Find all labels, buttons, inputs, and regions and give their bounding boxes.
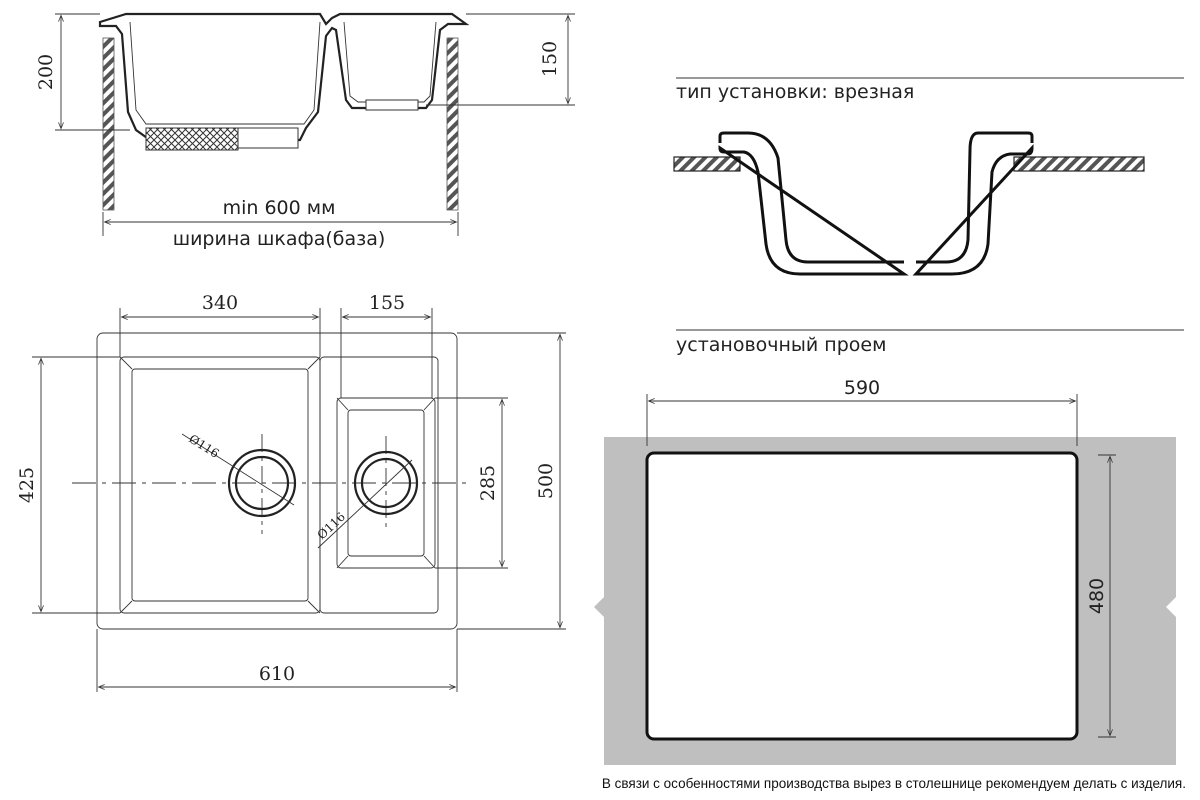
small-bowl-width-label: 155 [369,292,405,314]
small-bowl-length-label: 285 [477,465,499,501]
countertop-left [673,156,741,172]
drain-fitting-small [365,99,419,111]
cabinet-width-min-label: min 600 мм [223,197,336,219]
drain-big-inner [234,455,290,511]
sink-profile-outer [98,12,470,142]
cutout-title: установочный проем [676,334,886,356]
cabinet-wall-right [446,37,459,211]
overall-width-label: 610 [259,663,295,685]
big-bowl-inner [131,368,309,602]
drain-fitting-big-cap [237,127,299,149]
cabinet-wall-left [102,37,115,211]
cutout-width-label: 590 [844,377,880,399]
cutout-section: установочный проем 590 480 [594,329,1184,765]
top-plan-view: Ø116 Ø116 340 155 610 425 285 500 [16,292,566,692]
depth-big-bowl-label: 200 [35,54,57,90]
footnote: В связи с особенностями производства выр… [602,776,1186,791]
cutout-opening [645,451,1079,741]
sink-inset-profile-right [912,131,1034,276]
cutout-length-label: 480 [1086,578,1108,614]
countertop-right [1013,156,1145,172]
drain-big-label: Ø116 [186,432,221,461]
install-type-section: тип установки: врезная [673,77,1184,276]
drain-big-outer [227,448,297,518]
sink-outer-rim [96,332,458,630]
drain-small-inner [360,457,412,509]
big-bowl-length-label: 425 [16,467,38,503]
side-section-view: 200 150 min 600 мм ширина шкафа(база) [35,12,575,250]
big-bowl-outer [119,356,321,614]
small-bowl-outer [319,356,439,614]
sink-inset-profile-left [718,131,909,276]
drain-fitting-big [145,127,239,151]
install-type-title: тип установки: врезная [676,81,914,103]
drain-small-label: Ø116 [314,510,347,543]
drain-small-outer [353,450,419,516]
cabinet-width-label: ширина шкафа(база) [173,228,386,250]
big-bowl-width-label: 340 [202,292,238,314]
depth-small-bowl-label: 150 [539,41,561,77]
overall-length-label: 500 [535,463,557,499]
